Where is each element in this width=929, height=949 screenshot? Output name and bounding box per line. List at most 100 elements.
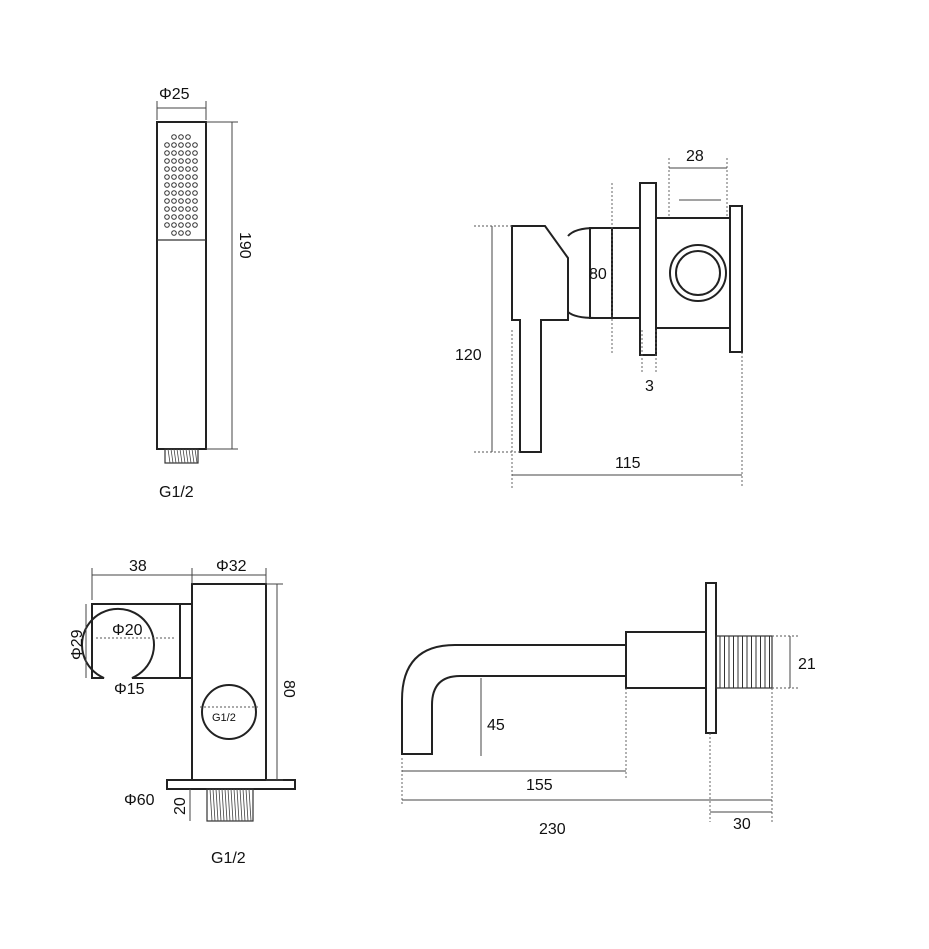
outlet-ring-outer <box>669 244 727 302</box>
nozzle-dot <box>178 166 184 172</box>
dim-label-depth: 115 <box>615 455 641 472</box>
nozzle-dot <box>171 166 177 172</box>
holder-inlet-circle <box>201 684 257 740</box>
thread-line <box>221 788 225 822</box>
dim-label-reach: 155 <box>526 777 553 794</box>
nozzle-dot <box>192 198 198 204</box>
nozzle-dot <box>171 182 177 188</box>
thread-line <box>239 788 243 822</box>
nozzle-dot <box>185 222 191 228</box>
holder-arm-joint <box>179 603 193 679</box>
thread-line <box>170 448 174 464</box>
nozzle-dot <box>171 222 177 228</box>
nozzle-dot <box>178 206 184 212</box>
mixer-wall-plate <box>639 182 657 356</box>
spout-thread <box>715 635 773 689</box>
mixer-valve-box <box>655 217 731 329</box>
thread-line <box>173 448 177 464</box>
nozzle-dot <box>185 182 191 188</box>
thread-line <box>242 788 246 822</box>
nozzle-dot <box>178 230 184 236</box>
dim-label-thread-length: 30 <box>733 816 751 833</box>
nozzle-dot <box>171 174 177 180</box>
nozzle-dot <box>185 174 191 180</box>
nozzle-dot <box>164 182 170 188</box>
nozzle-dot <box>171 198 177 204</box>
nozzle-dot <box>185 198 191 204</box>
dim-label-flange: Φ60 <box>124 792 155 809</box>
dim-label-top: 28 <box>686 148 704 165</box>
dim-label-body: 80 <box>589 266 607 283</box>
thread-line <box>215 788 219 822</box>
dim-label-total: 230 <box>539 821 566 838</box>
thread-line <box>218 788 222 822</box>
thread-line <box>230 788 234 822</box>
nozzle-dot <box>171 190 177 196</box>
thread-line <box>236 788 240 822</box>
wall-holder-view: G1/2 38 Φ32 Φ29 Φ20 Φ15 80 Φ60 20 G1/2 <box>69 558 297 867</box>
spout-thread-lines <box>719 636 770 688</box>
nozzle-dot <box>192 214 198 220</box>
mixer-handle <box>511 225 569 453</box>
nozzle-dot <box>185 206 191 212</box>
nozzle-dot <box>192 206 198 212</box>
nozzle-dot <box>171 206 177 212</box>
nozzle-dot <box>185 134 191 140</box>
nozzle-dot <box>192 150 198 156</box>
thread-line <box>233 788 237 822</box>
thread-line <box>245 788 249 822</box>
thread-line <box>179 448 183 464</box>
nozzle-dot <box>185 214 191 220</box>
outlet-ring-inner <box>675 250 721 296</box>
holder-body <box>191 583 267 781</box>
nozzle-dot <box>164 150 170 156</box>
thread-line <box>194 448 198 464</box>
holder-arm <box>81 603 181 679</box>
nozzle-dot <box>192 182 198 188</box>
dim-label-holder-height: 80 <box>280 680 297 698</box>
nozzle-dot <box>171 150 177 156</box>
nozzle-dot <box>171 142 177 148</box>
nozzle-dot <box>178 174 184 180</box>
inner-thread-label: G1/2 <box>212 712 236 724</box>
thread-line <box>212 788 216 822</box>
thread-line <box>227 788 231 822</box>
nozzle-dot <box>171 158 177 164</box>
holder-flange <box>166 779 296 790</box>
spray-nozzles <box>164 134 198 236</box>
nozzle-dot <box>164 198 170 204</box>
nozzle-dot <box>178 214 184 220</box>
thread-line <box>224 788 228 822</box>
nozzle-dot <box>178 158 184 164</box>
nozzle-dot <box>185 158 191 164</box>
nozzle-dot <box>171 214 177 220</box>
nozzle-dot <box>164 214 170 220</box>
dim-label-thread-length: 20 <box>172 797 189 815</box>
thread-label: G1/2 <box>159 484 194 501</box>
holder-thread-lines <box>209 788 252 822</box>
bottom-thread-label: G1/2 <box>211 850 246 867</box>
nozzle-dot <box>178 222 184 228</box>
nozzle-dot <box>164 206 170 212</box>
nozzle-dot <box>171 230 177 236</box>
nozzle-dot <box>164 174 170 180</box>
thread-line <box>185 448 189 464</box>
nozzle-dot <box>192 142 198 148</box>
thread-line <box>182 448 186 464</box>
spout-pipe <box>401 644 626 755</box>
nozzle-dot <box>185 190 191 196</box>
thread-line <box>167 448 171 464</box>
nozzle-dot <box>192 158 198 164</box>
nozzle-dot <box>164 158 170 164</box>
nozzle-dot <box>192 166 198 172</box>
thread-line <box>209 788 213 822</box>
nozzle-dot <box>192 190 198 196</box>
hand-shower-thread-lines <box>167 448 198 464</box>
nozzle-dot <box>171 134 177 140</box>
nozzle-dot <box>164 166 170 172</box>
nozzle-dot <box>178 150 184 156</box>
dim-label-thread-diameter: 21 <box>798 656 816 673</box>
nozzle-dot <box>192 222 198 228</box>
mixer-end-plate <box>729 205 743 353</box>
